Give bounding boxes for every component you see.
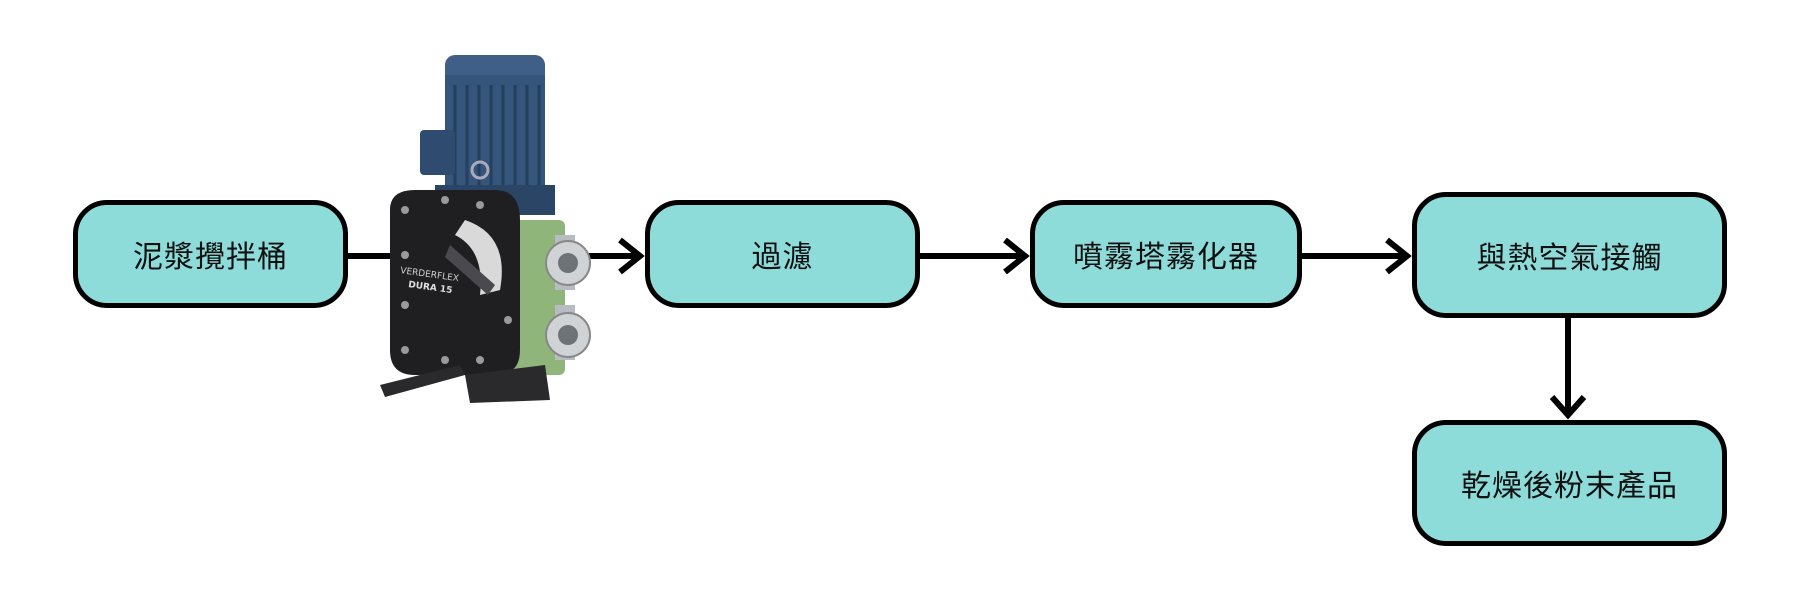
node-hot-air-contact-label: 與熱空氣接觸 (1476, 241, 1663, 276)
arrowhead-contact (1385, 237, 1412, 275)
node-hot-air-contact: 與熱空氣接觸 (1412, 192, 1727, 318)
node-slurry-tank: 泥漿攪拌桶 (73, 200, 348, 308)
node-dried-powder-product-label: 乾燥後粉末產品 (1461, 469, 1678, 504)
arrowhead-product (1549, 395, 1587, 420)
node-filter-label: 過濾 (751, 240, 814, 275)
node-dried-powder-product: 乾燥後粉末產品 (1412, 420, 1727, 546)
node-spray-atomizer-label: 噴霧塔霧化器 (1073, 240, 1259, 275)
arrowhead-atomizer (1003, 237, 1030, 275)
node-slurry-tank-label: 泥漿攪拌桶 (133, 240, 288, 275)
arrowhead-filter (618, 237, 645, 275)
node-spray-atomizer: 噴霧塔霧化器 (1030, 200, 1302, 308)
node-filter: 過濾 (645, 200, 920, 308)
peristaltic-pump-image: VERDERFLEX DURA 15 (380, 55, 591, 403)
